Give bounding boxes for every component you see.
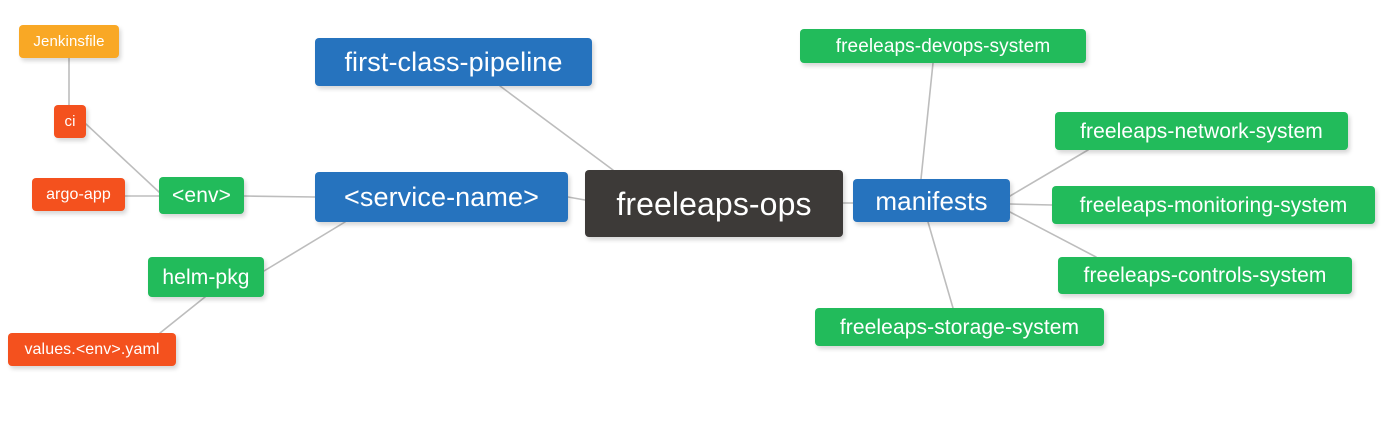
node-helm-pkg[interactable]: helm-pkg (148, 257, 264, 297)
node-label-values-yaml: values.<env>.yaml (24, 340, 160, 358)
node-label-freeleaps-devops-system: freeleaps-devops-system (835, 35, 1051, 57)
edge-manifests-to-freeleaps-monitoring-system (1009, 203, 1053, 206)
node-label-first-class-pipeline: first-class-pipeline (344, 46, 563, 77)
node-freeleaps-storage-system[interactable]: freeleaps-storage-system (815, 308, 1104, 346)
node-label-argo-app: argo-app (46, 185, 111, 203)
edge-manifests-to-freeleaps-storage-system (927, 221, 954, 309)
node-label-freeleaps-ops: freeleaps-ops (616, 185, 812, 222)
node-label-freeleaps-monitoring-system: freeleaps-monitoring-system (1079, 193, 1348, 217)
node-label-jenkinsfile: Jenkinsfile (33, 33, 105, 50)
node-values-yaml[interactable]: values.<env>.yaml (8, 333, 176, 366)
node-freeleaps-monitoring-system[interactable]: freeleaps-monitoring-system (1052, 186, 1375, 224)
edge-env-to-service-name (243, 195, 316, 198)
edge-helm-pkg-to-service-name (263, 221, 346, 272)
node-first-class-pipeline[interactable]: first-class-pipeline (315, 38, 592, 86)
node-label-ci: ci (64, 113, 76, 130)
node-label-freeleaps-network-system: freeleaps-network-system (1080, 119, 1323, 143)
node-ci[interactable]: ci (54, 105, 86, 138)
node-label-service-name: <service-name> (344, 181, 539, 212)
node-freeleaps-ops[interactable]: freeleaps-ops (585, 170, 843, 237)
node-label-manifests: manifests (875, 185, 988, 216)
node-service-name[interactable]: <service-name> (315, 172, 568, 222)
node-label-freeleaps-controls-system: freeleaps-controls-system (1083, 264, 1327, 287)
edge-manifests-to-freeleaps-devops-system (920, 62, 934, 180)
node-label-helm-pkg: helm-pkg (162, 265, 250, 289)
node-manifests[interactable]: manifests (853, 179, 1010, 222)
edge-service-name-to-freeleaps-ops (567, 196, 586, 201)
edge-values-yaml-to-helm-pkg (159, 296, 206, 334)
node-freeleaps-devops-system[interactable]: freeleaps-devops-system (800, 29, 1086, 63)
edge-first-class-pipeline-to-freeleaps-ops (499, 85, 614, 171)
node-jenkinsfile[interactable]: Jenkinsfile (19, 25, 119, 58)
node-freeleaps-controls-system[interactable]: freeleaps-controls-system (1058, 257, 1352, 294)
node-env[interactable]: <env> (159, 177, 244, 214)
node-argo-app[interactable]: argo-app (32, 178, 125, 211)
node-label-freeleaps-storage-system: freeleaps-storage-system (839, 315, 1080, 339)
node-label-env: <env> (172, 184, 231, 207)
node-freeleaps-network-system[interactable]: freeleaps-network-system (1055, 112, 1348, 150)
